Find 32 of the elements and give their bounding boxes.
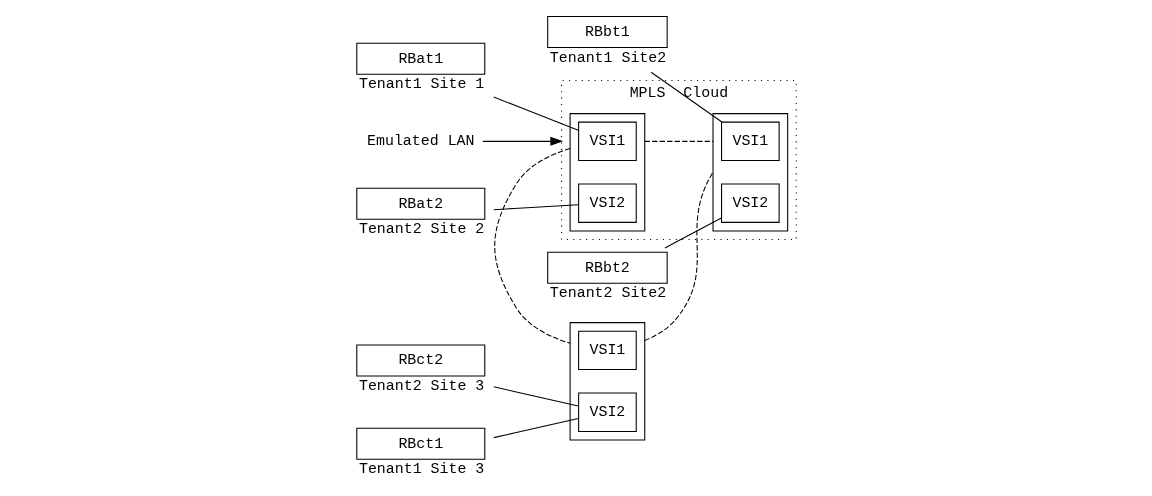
connector	[493, 148, 571, 344]
node-box: VSI1	[577, 121, 637, 162]
connector	[650, 71, 722, 123]
connector	[643, 140, 714, 142]
node-box: VSI2	[720, 183, 780, 223]
node-box: VSI1	[577, 330, 637, 371]
connector	[663, 217, 722, 249]
connector	[643, 171, 714, 342]
node-box: RBat1	[355, 42, 485, 75]
node-label: Tenant2 Site2	[549, 285, 666, 302]
node-box: RBct1	[355, 427, 485, 460]
node-box: RBct2	[355, 344, 485, 377]
connector	[492, 204, 579, 211]
connector	[492, 418, 579, 439]
node-label: Tenant2 Site 2	[358, 221, 484, 238]
node-box: VSI2	[577, 392, 637, 432]
connector	[492, 96, 579, 131]
node-box: VSI1	[720, 121, 780, 162]
node-text: Emulated LAN	[366, 133, 475, 150]
cluster	[569, 113, 645, 232]
cluster	[569, 322, 645, 441]
node-box: RBbt2	[546, 251, 668, 284]
node-label: Tenant2 Site 3	[358, 378, 484, 395]
connector	[492, 386, 579, 407]
node-label: Tenant1 Site 1	[358, 76, 484, 93]
cluster	[711, 113, 788, 232]
node-label: Tenant1 Site2	[549, 49, 666, 66]
node-label: Tenant1 Site 3	[358, 461, 484, 478]
node-box: RBat2	[355, 187, 485, 220]
node-box: RBbt1	[546, 16, 668, 49]
node-box: VSI2	[577, 183, 637, 223]
arrow	[481, 136, 563, 146]
